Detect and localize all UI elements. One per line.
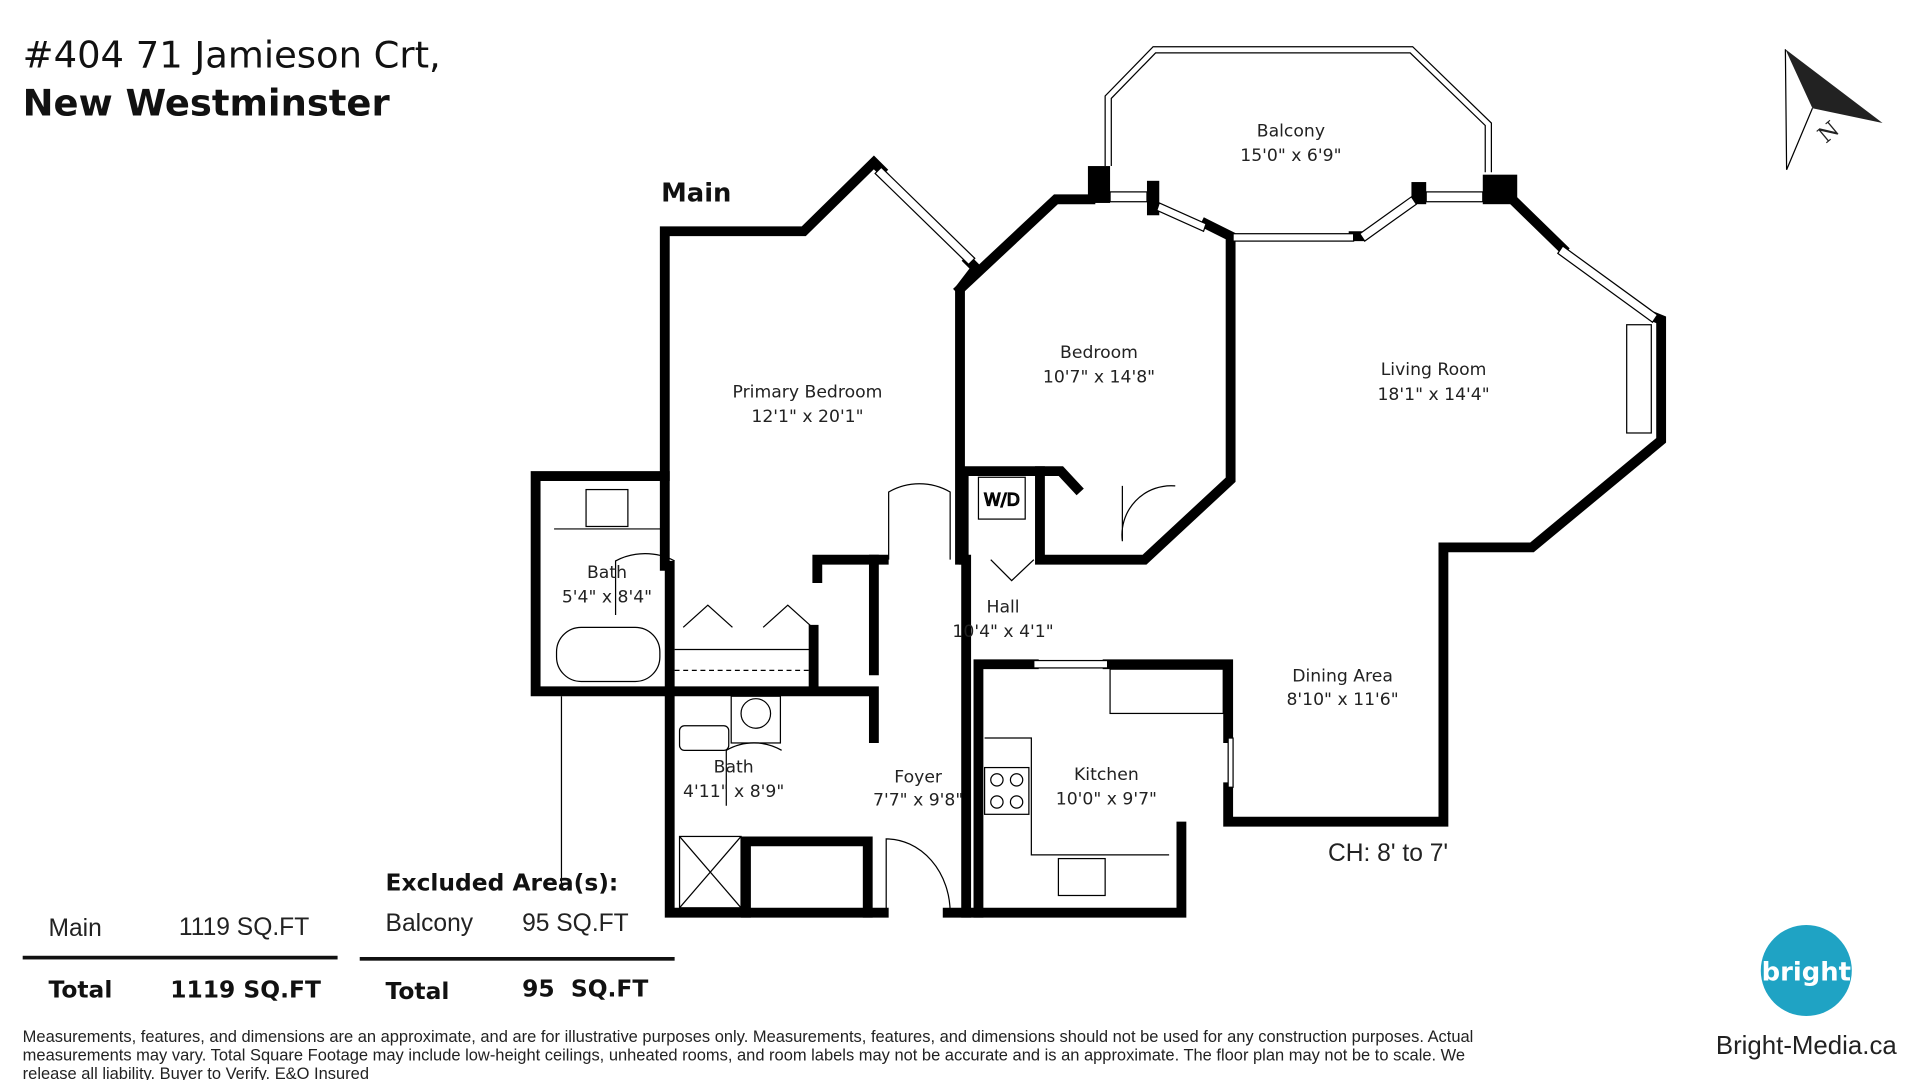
main-area-label: Main — [49, 915, 102, 942]
room-primary-bedroom: Primary Bedroom 12'1" x 20'1" — [733, 382, 883, 427]
svg-text:Bath: Bath — [587, 563, 627, 583]
total-label: Total — [49, 976, 113, 1004]
room-bath-2: Bath 4'11" x 8'9" — [683, 757, 784, 802]
total-value: 1119 SQ.FT — [170, 976, 321, 1004]
svg-text:Bath: Bath — [714, 757, 754, 777]
svg-text:Living Room: Living Room — [1381, 360, 1487, 380]
svg-text:7'7" x 9'8": 7'7" x 9'8" — [873, 791, 963, 811]
walls — [530, 155, 1667, 918]
main-area-value: 1119 SQ.FT — [179, 914, 309, 941]
svg-text:Dining Area: Dining Area — [1292, 666, 1393, 686]
svg-text:Foyer: Foyer — [894, 767, 943, 787]
room-kitchen: Kitchen 10'0" x 9'7" — [1056, 765, 1157, 810]
ceiling-height: CH: 8' to 7' — [1328, 840, 1448, 867]
room-living-room: Living Room 18'1" x 14'4" — [1377, 360, 1489, 405]
svg-text:12'1" x 20'1": 12'1" x 20'1" — [751, 407, 863, 427]
excluded-areas-title: Excluded Area(s): — [386, 869, 619, 897]
svg-text:Balcony: Balcony — [1257, 122, 1325, 142]
svg-text:8'10" x 11'6": 8'10" x 11'6" — [1286, 690, 1398, 710]
address-line-2: New Westminster — [23, 82, 391, 125]
excluded-total-value: 95 SQ.FT — [522, 974, 648, 1002]
room-foyer: Foyer 7'7" x 9'8" — [873, 767, 963, 810]
svg-text:10'7" x 14'8": 10'7" x 14'8" — [1043, 368, 1155, 388]
room-dining-area: Dining Area 8'10" x 11'6" — [1286, 666, 1398, 709]
balcony-outline — [1104, 46, 1493, 173]
divider — [359, 956, 675, 961]
logo-text: bright — [1762, 957, 1851, 987]
compass-letter: N — [1813, 116, 1845, 148]
room-hall: Hall 10'4" x 4'1" — [952, 598, 1053, 643]
floor-label: Main — [661, 179, 731, 209]
divider — [22, 955, 338, 960]
svg-text:10'0" x 9'7": 10'0" x 9'7" — [1056, 789, 1157, 809]
disclaimer-line-2: measurements may vary. Total Square Foot… — [23, 1046, 1465, 1064]
room-balcony: Balcony 15'0" x 6'9" — [1240, 122, 1341, 167]
disclaimer-line-1: Measurements, features, and dimensions a… — [23, 1028, 1474, 1046]
svg-text:15'0" x 6'9": 15'0" x 6'9" — [1240, 146, 1341, 166]
svg-text:Hall: Hall — [987, 598, 1020, 618]
svg-text:5'4" x 8'4": 5'4" x 8'4" — [562, 588, 652, 608]
svg-text:Kitchen: Kitchen — [1074, 765, 1139, 785]
disclaimer-line-3: release all liability. Buyer to Verify. … — [23, 1065, 369, 1080]
svg-text:10'4" x 4'1": 10'4" x 4'1" — [952, 622, 1053, 642]
excluded-total-label: Total — [386, 977, 450, 1005]
svg-text:Bedroom: Bedroom — [1060, 343, 1138, 363]
address-line-1: #404 71 Jamieson Crt, — [23, 34, 441, 77]
windows — [874, 166, 1659, 788]
brand-website[interactable]: Bright-Media.ca — [1716, 1032, 1898, 1060]
fixtures: W/D — [554, 476, 1224, 913]
compass-north-icon: N — [1784, 49, 1883, 170]
balcony-area-label: Balcony — [386, 910, 474, 937]
wd-label: W/D — [984, 491, 1020, 511]
svg-text:4'11" x 8'9": 4'11" x 8'9" — [683, 782, 784, 802]
room-bath-1: Bath 5'4" x 8'4" — [562, 563, 652, 608]
svg-text:18'1" x 14'4": 18'1" x 14'4" — [1377, 385, 1489, 405]
bright-logo: bright — [1760, 925, 1852, 1017]
room-bedroom: Bedroom 10'7" x 14'8" — [1043, 343, 1155, 388]
balcony-area-value: 95 SQ.FT — [522, 910, 629, 937]
svg-text:Primary Bedroom: Primary Bedroom — [733, 382, 883, 402]
